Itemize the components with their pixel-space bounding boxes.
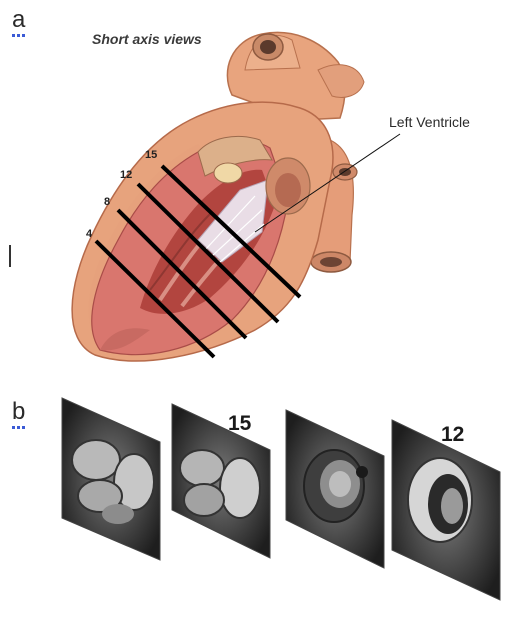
slice-number-15: 15 bbox=[145, 149, 157, 161]
mri-image-4 bbox=[392, 420, 500, 600]
mri-image-2 bbox=[172, 404, 270, 558]
mri-label-12: 12 bbox=[441, 423, 464, 447]
heart-illustration bbox=[0, 0, 506, 380]
mri-label-15: 15 bbox=[228, 412, 251, 436]
mri-slices bbox=[0, 380, 506, 628]
heart-body bbox=[72, 102, 333, 361]
mri-image-3 bbox=[286, 410, 384, 568]
slice-number-12: 12 bbox=[120, 169, 132, 181]
slice-number-4: 4 bbox=[86, 228, 92, 240]
left-ventricle-label: Left Ventricle bbox=[389, 114, 470, 130]
slice-number-8: 8 bbox=[104, 196, 110, 208]
mri-image-1 bbox=[62, 398, 160, 560]
